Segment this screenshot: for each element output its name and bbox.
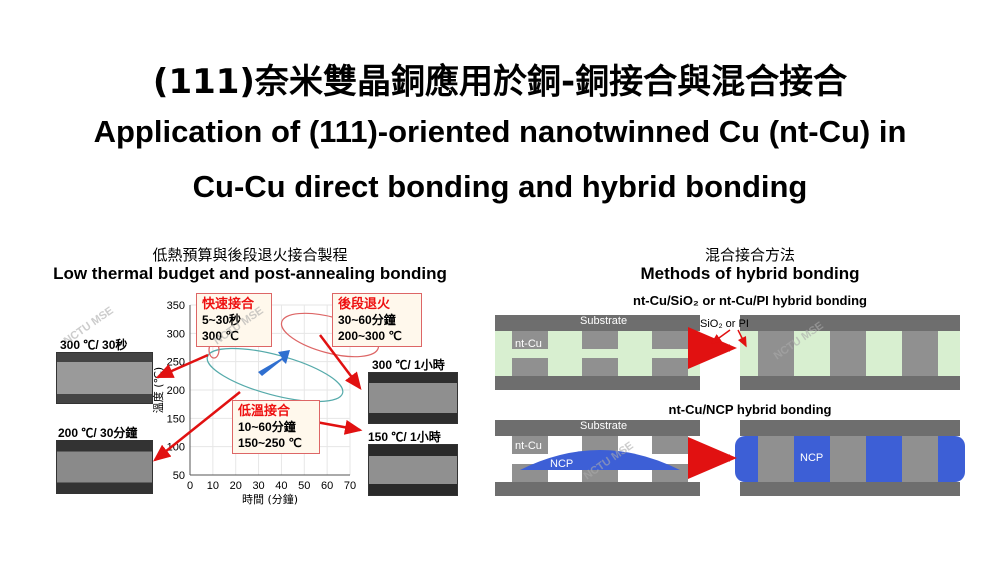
x-tick-label: 60 — [321, 480, 333, 492]
ntcu-label-1: nt-Cu — [515, 338, 542, 350]
substrate-top-left — [495, 315, 700, 331]
micrograph-d — [368, 444, 458, 496]
substrate-label-2: Substrate — [580, 420, 628, 432]
arrow-post-to-c — [319, 334, 362, 390]
x-tick-label: 30 — [252, 480, 264, 492]
ncp-label-left: NCP — [550, 458, 574, 470]
left-heading-en: Low thermal budget and post-annealing bo… — [53, 264, 447, 283]
fast-bonding-box: 快速接合 5~30秒 300 ℃ — [196, 293, 272, 347]
right-heading-zh: 混合接合方法 — [704, 246, 795, 264]
y-tick-label: 150 — [167, 413, 185, 425]
left-overlay — [153, 312, 380, 462]
y-tick-label: 200 — [167, 385, 185, 397]
arrow-fast-to-a — [155, 353, 209, 379]
micro-label-a: 300 ℃/ 30秒 — [60, 338, 128, 352]
x-tick-label: 10 — [207, 480, 219, 492]
x-tick-label: 50 — [298, 480, 310, 492]
y-tick-label: 50 — [173, 470, 185, 482]
ncp-label-right: NCP — [800, 452, 824, 464]
x-tick-label: 0 — [187, 480, 193, 492]
low-temp-title: 低溫接合 — [238, 403, 291, 418]
blue-arrow-icon — [258, 350, 290, 376]
micrograph-c — [368, 372, 458, 424]
title-en-line1: Application of (111)-oriented nanotwinne… — [93, 114, 907, 149]
fast-bonding-time: 5~30秒 — [202, 313, 242, 327]
left-heading-zh: 低熱預算與後段退火接合製程 — [152, 246, 348, 264]
low-temp-box: 低溫接合 10~60分鐘 150~250 ℃ — [232, 400, 320, 454]
title-en-line2: Cu-Cu direct bonding and hybrid bonding — [192, 169, 808, 204]
right-heading-en: Methods of hybrid bonding — [640, 264, 860, 283]
y-axis-label: 溫度 (℃) — [151, 367, 165, 413]
low-temp-region — [206, 347, 344, 403]
post-annealing-box: 後段退火 30~60分鐘 200~300 ℃ — [332, 293, 422, 347]
fast-bonding-temp: 300 ℃ — [202, 329, 239, 343]
low-temp-time: 10~60分鐘 — [238, 420, 296, 434]
post-annealing-time: 30~60分鐘 — [338, 313, 396, 327]
post-annealing-temp: 200~300 ℃ — [338, 329, 402, 343]
y-tick-label: 300 — [167, 328, 185, 340]
fast-bonding-title: 快速接合 — [202, 296, 255, 311]
substrate-bottom-left — [495, 376, 700, 390]
micrograph-a — [56, 352, 153, 404]
x-tick-label: 20 — [230, 480, 242, 492]
x-tick-label: 70 — [344, 480, 356, 492]
hybrid-bonding-diagram — [495, 315, 965, 496]
sub-heading-2: nt-Cu/NCP hybrid bonding — [668, 402, 832, 417]
ncp-blob-left — [520, 450, 680, 470]
low-temp-temp: 150~250 ℃ — [238, 436, 302, 450]
sub-heading-1: nt-Cu/SiO₂ or nt-Cu/PI hybrid bonding — [633, 293, 867, 308]
micro-label-c: 300 ℃/ 1小時 — [372, 358, 445, 372]
sio2-pi-label: SiO₂ or PI — [700, 318, 749, 330]
ntcu-label-2: nt-Cu — [515, 440, 542, 452]
micro-label-b: 200 ℃/ 30分鐘 — [58, 426, 138, 440]
x-tick-label: 40 — [275, 480, 287, 492]
micro-label-d: 150 ℃/ 1小時 — [368, 430, 441, 444]
arrow-low-to-b — [153, 391, 241, 462]
title-zh: (111)奈米雙晶銅應用於銅-銅接合與混合接合 — [152, 62, 848, 102]
post-annealing-title: 後段退火 — [338, 296, 391, 311]
y-tick-label: 350 — [167, 300, 185, 312]
micrograph-b — [56, 440, 153, 494]
x-axis-label: 時間 (分鐘) — [242, 492, 298, 506]
substrate-label-1: Substrate — [580, 315, 628, 327]
